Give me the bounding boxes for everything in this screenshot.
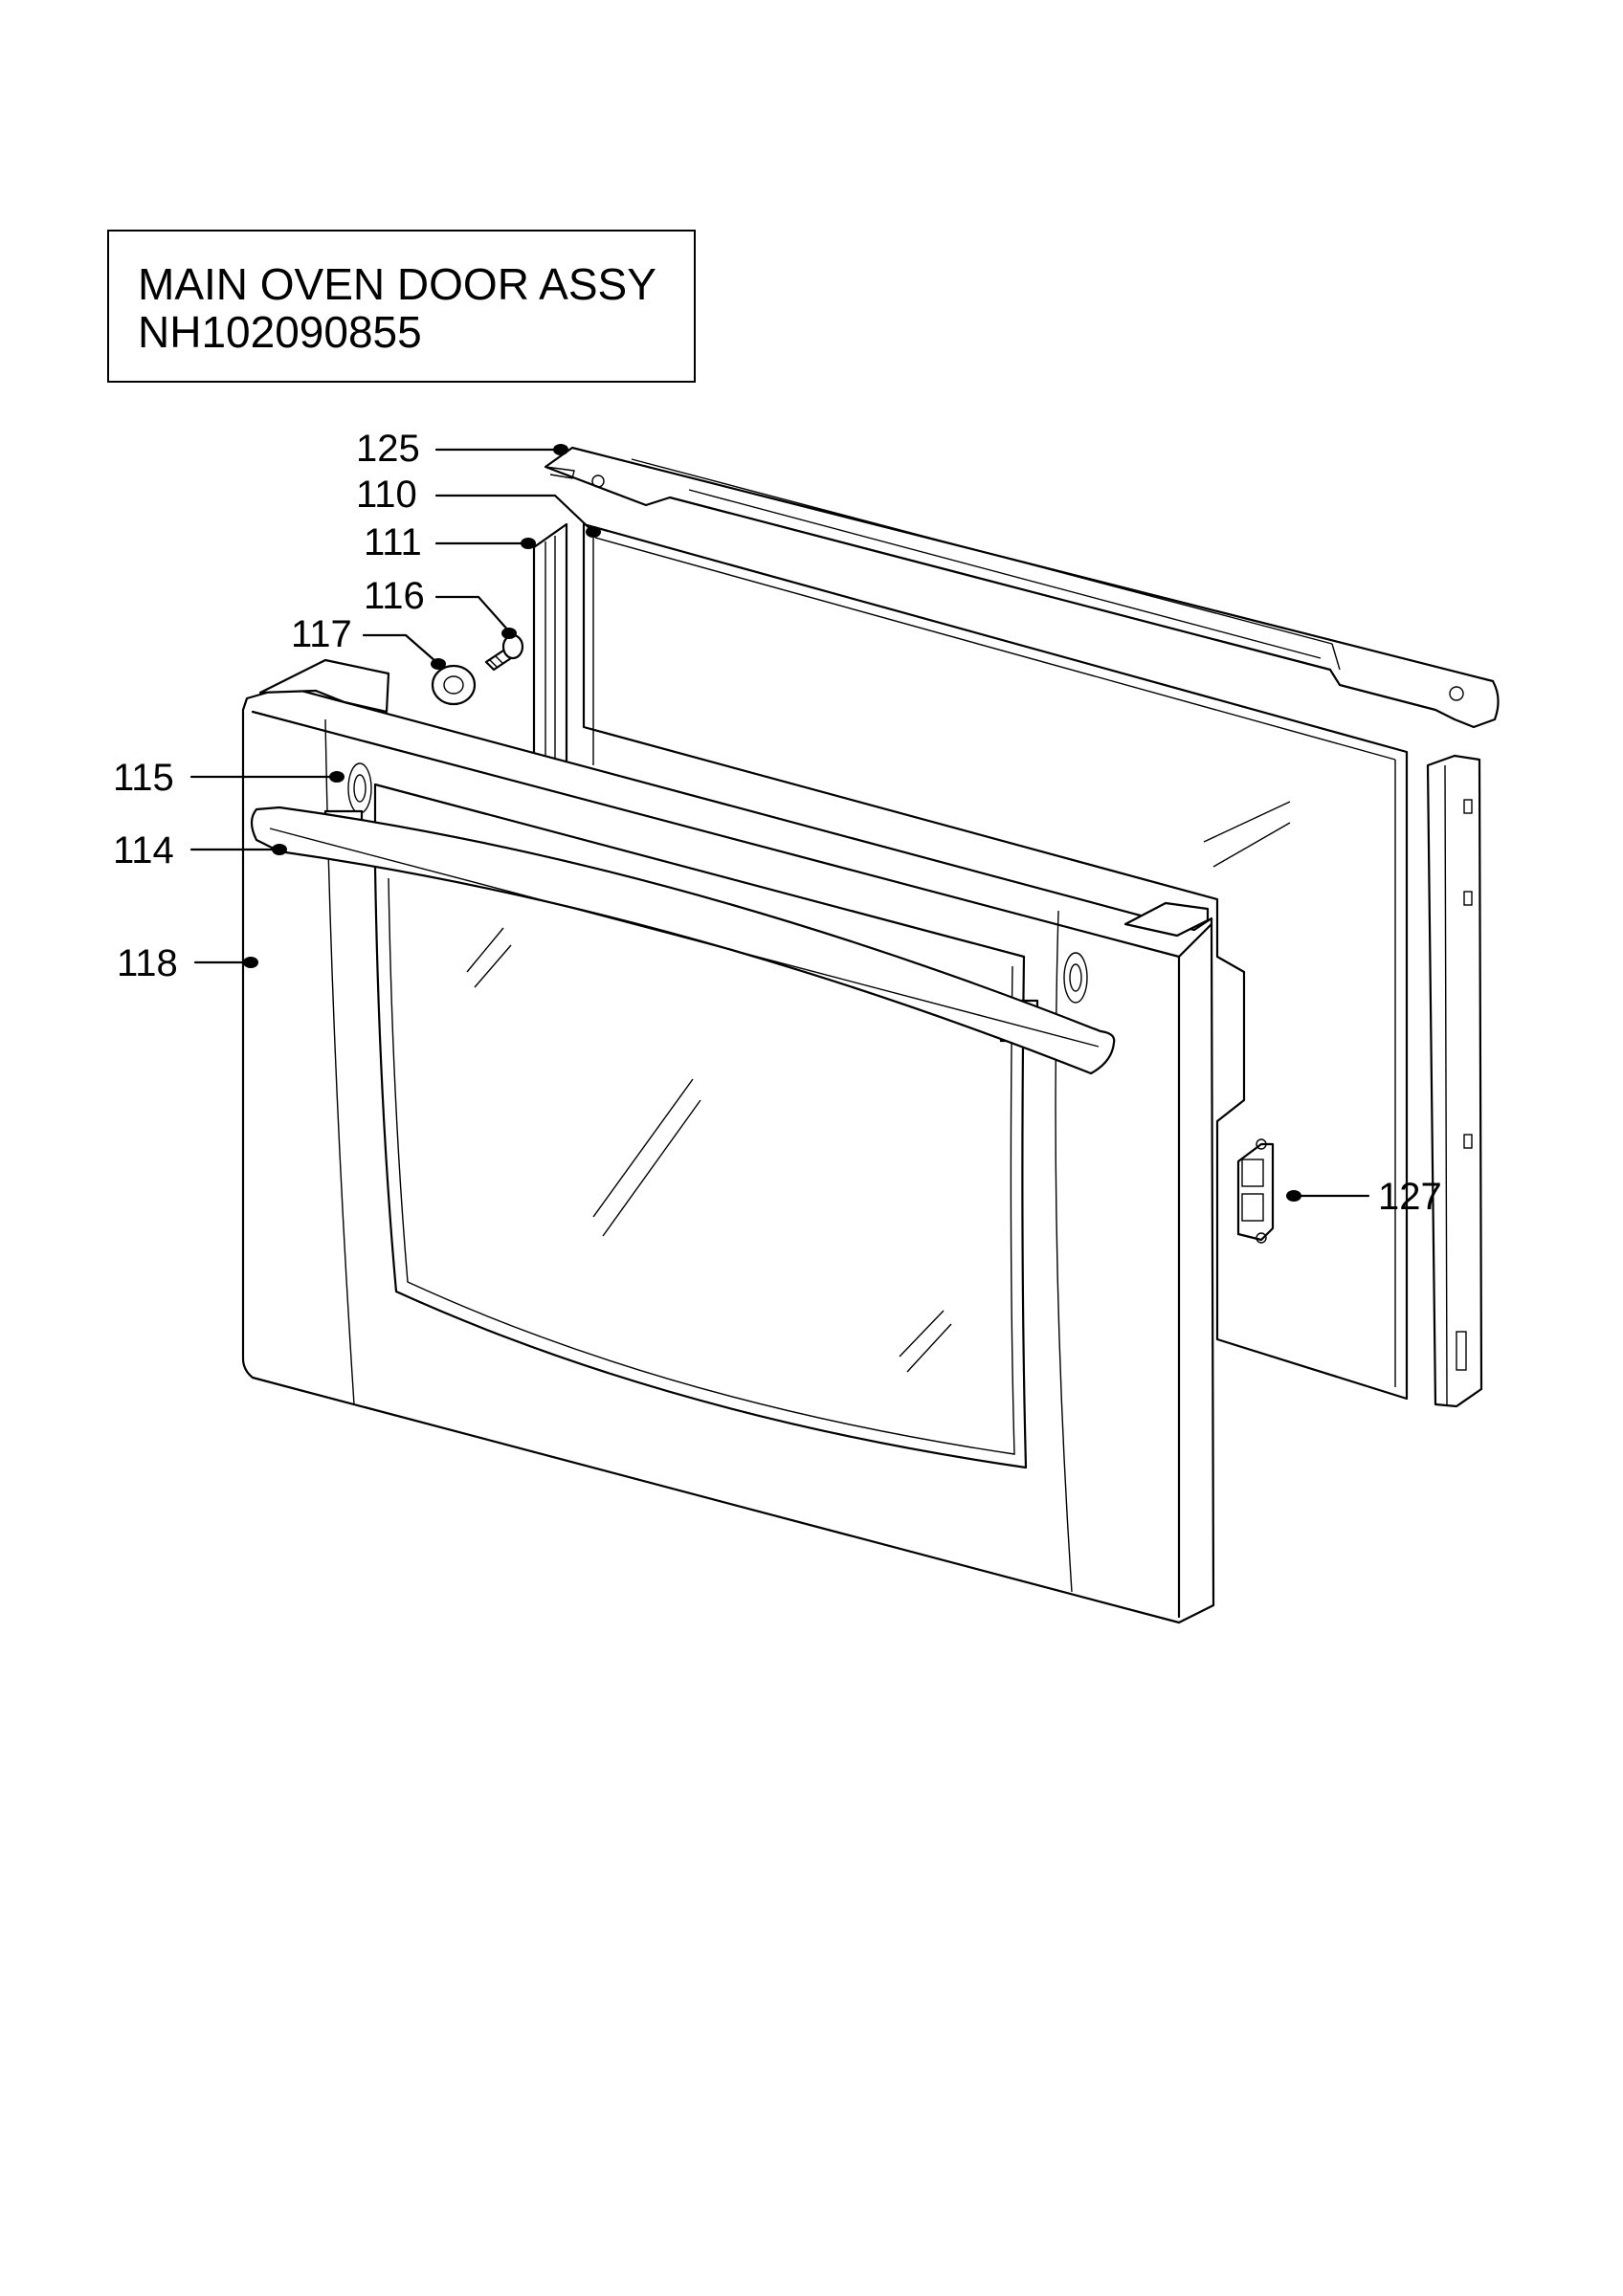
callout-dot (1286, 1190, 1301, 1202)
callout-dot (329, 771, 345, 783)
title-box: MAIN OVEN DOOR ASSY NH102090855 (107, 230, 696, 383)
callout-dot (521, 538, 536, 549)
callout-118: 118 (117, 942, 258, 984)
top-channel (544, 446, 1500, 729)
callout-116: 116 (364, 575, 517, 639)
callout-114: 114 (113, 829, 287, 872)
assembly-name: MAIN OVEN DOOR ASSY (138, 259, 656, 309)
callout-dot (586, 526, 601, 538)
callout-127: 127 (1286, 1176, 1442, 1218)
inner-glass-panel (582, 522, 1409, 1401)
callout-label: 117 (291, 613, 352, 655)
washer (431, 664, 477, 706)
callout-label: 125 (356, 428, 420, 470)
callout-dot (272, 844, 287, 855)
callout-label: 114 (113, 829, 174, 872)
callout-label: 111 (364, 521, 422, 563)
callout-dot (243, 957, 258, 968)
callout-dot (553, 444, 568, 455)
part-number: NH102090855 (138, 307, 422, 357)
callout-label: 110 (356, 474, 417, 516)
hinge-block (1236, 1138, 1275, 1244)
callout-117: 117 (291, 613, 446, 670)
callout-dot (501, 628, 517, 639)
outer-door (241, 658, 1215, 1624)
callout-dot (431, 658, 446, 670)
callout-label: 115 (113, 757, 174, 799)
callout-label: 116 (364, 575, 425, 617)
callout-label: 127 (1378, 1176, 1442, 1218)
door-handle (250, 806, 1116, 1075)
screw (484, 633, 524, 672)
right-side-trim (1426, 754, 1483, 1408)
side-seal-strip (532, 522, 568, 767)
callout-115: 115 (113, 757, 345, 799)
callout-125: 125 (356, 428, 568, 470)
callout-label: 118 (117, 942, 178, 984)
callout-111: 111 (364, 521, 536, 563)
callout-110: 110 (356, 474, 601, 538)
